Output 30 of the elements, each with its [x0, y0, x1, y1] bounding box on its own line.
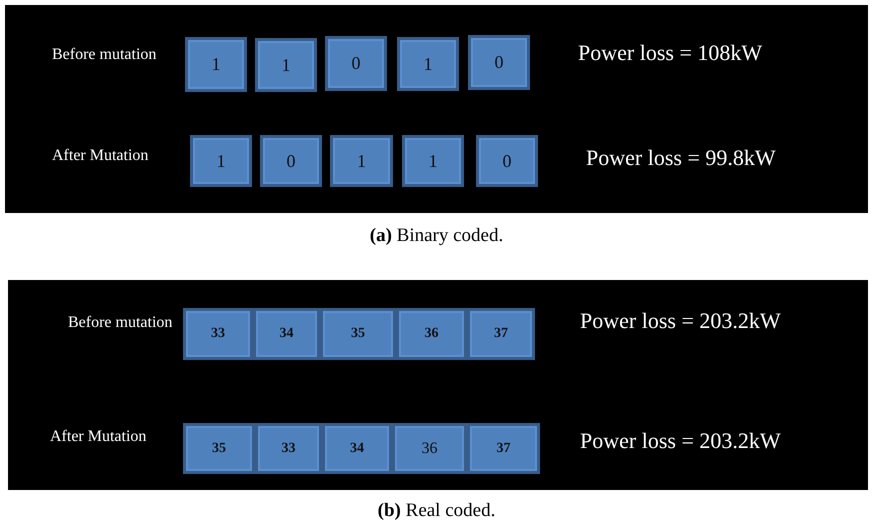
gene-box: 1	[397, 37, 459, 91]
gene-box: 0	[468, 35, 530, 90]
power-loss-label: Power loss = 99.8kW	[586, 145, 777, 172]
gene-box: 0	[325, 36, 387, 91]
gene-box: 36	[396, 308, 467, 360]
gene-box: 37	[467, 423, 540, 474]
figure-caption: (a) Binary coded.	[368, 225, 504, 247]
gene-box: 1	[255, 38, 317, 92]
row-label: After Mutation	[50, 427, 148, 446]
power-loss-label: Power loss = 203.2kW	[580, 308, 782, 334]
gene-box: 34	[253, 308, 320, 360]
gene-box: 1	[402, 135, 464, 187]
row-label: Before mutation	[68, 313, 174, 332]
power-loss-label: Power loss = 203.2kW	[580, 428, 782, 454]
gene-box: 1	[185, 37, 247, 92]
power-loss-label: Power loss = 108kW	[578, 40, 764, 66]
gene-box: 35	[183, 423, 255, 474]
gene-box: 33	[255, 423, 322, 474]
gene-box: 33	[183, 308, 253, 360]
gene-box: 35	[320, 308, 396, 360]
gene-box: 36	[392, 423, 467, 474]
row-label: Before mutation	[52, 45, 158, 64]
gene-box: 34	[322, 423, 392, 474]
figure-caption: (b) Real coded.	[376, 500, 496, 522]
gene-box: 0	[476, 135, 538, 187]
row-label: After Mutation	[52, 146, 150, 166]
gene-box: 1	[330, 135, 393, 187]
gene-box: 0	[260, 135, 322, 187]
gene-box: 1	[190, 135, 252, 187]
gene-box: 37	[467, 308, 535, 360]
